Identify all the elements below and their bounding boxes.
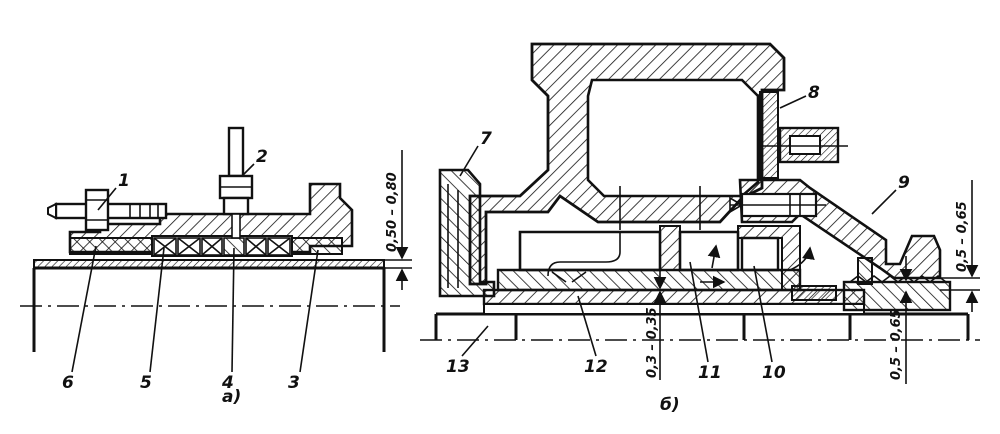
figure-a: 0,50 – 0,80 1 2 3 4 5 6 а): [20, 126, 412, 407]
callout-2: 2: [256, 147, 268, 167]
dimension-b-lower: 0,5 – 0,65: [889, 256, 913, 384]
dimension-b-right: 0,5 – 0,65: [940, 180, 980, 312]
caption-b: б): [660, 395, 680, 415]
cylinder-casting: [468, 42, 786, 286]
bracket-9: [729, 178, 942, 285]
callout-13: 13: [446, 357, 470, 377]
callout-11: 11: [698, 363, 722, 383]
dimension-a-text: 0,50 – 0,80: [385, 172, 400, 252]
callout-9: 9: [898, 173, 910, 193]
callouts-b: 7 8 9 10 11 12 13: [446, 83, 910, 383]
bolt-8: [760, 126, 848, 164]
callout-7: 7: [480, 129, 492, 149]
caption-a: а): [222, 387, 241, 407]
seal-cavities: [496, 225, 802, 292]
flow-arrows: [700, 244, 815, 289]
figure-b: 0,5 – 0,65 0,5 – 0,65 0,3 – 0,35 7 8 9 1…: [420, 42, 980, 415]
callout-3: 3: [288, 373, 300, 393]
dimension-b-upper-text: 0,5 – 0,65: [955, 201, 970, 272]
callout-12: 12: [584, 357, 608, 377]
callout-1: 1: [118, 171, 130, 191]
shaft-a: [20, 259, 400, 352]
dimension-b-center-text: 0,3 – 0,35: [645, 307, 660, 378]
fitting-2: [218, 126, 254, 239]
housing-7: [438, 168, 496, 298]
dimension-b-lower-text: 0,5 – 0,65: [889, 309, 904, 380]
callout-6: 6: [62, 373, 74, 393]
callout-8: 8: [808, 83, 820, 103]
gland-housing-a: [68, 182, 354, 257]
dimension-a: 0,50 – 0,80: [384, 150, 412, 290]
bolt-1: [47, 188, 168, 232]
dimension-b-center: 0,3 – 0,35: [645, 244, 667, 380]
callouts-a: 1 2 3 4 5 6: [62, 147, 319, 393]
callout-10: 10: [762, 363, 786, 383]
callout-5: 5: [140, 373, 152, 393]
packing-rings: [153, 237, 291, 256]
callout-4: 4: [221, 373, 234, 393]
